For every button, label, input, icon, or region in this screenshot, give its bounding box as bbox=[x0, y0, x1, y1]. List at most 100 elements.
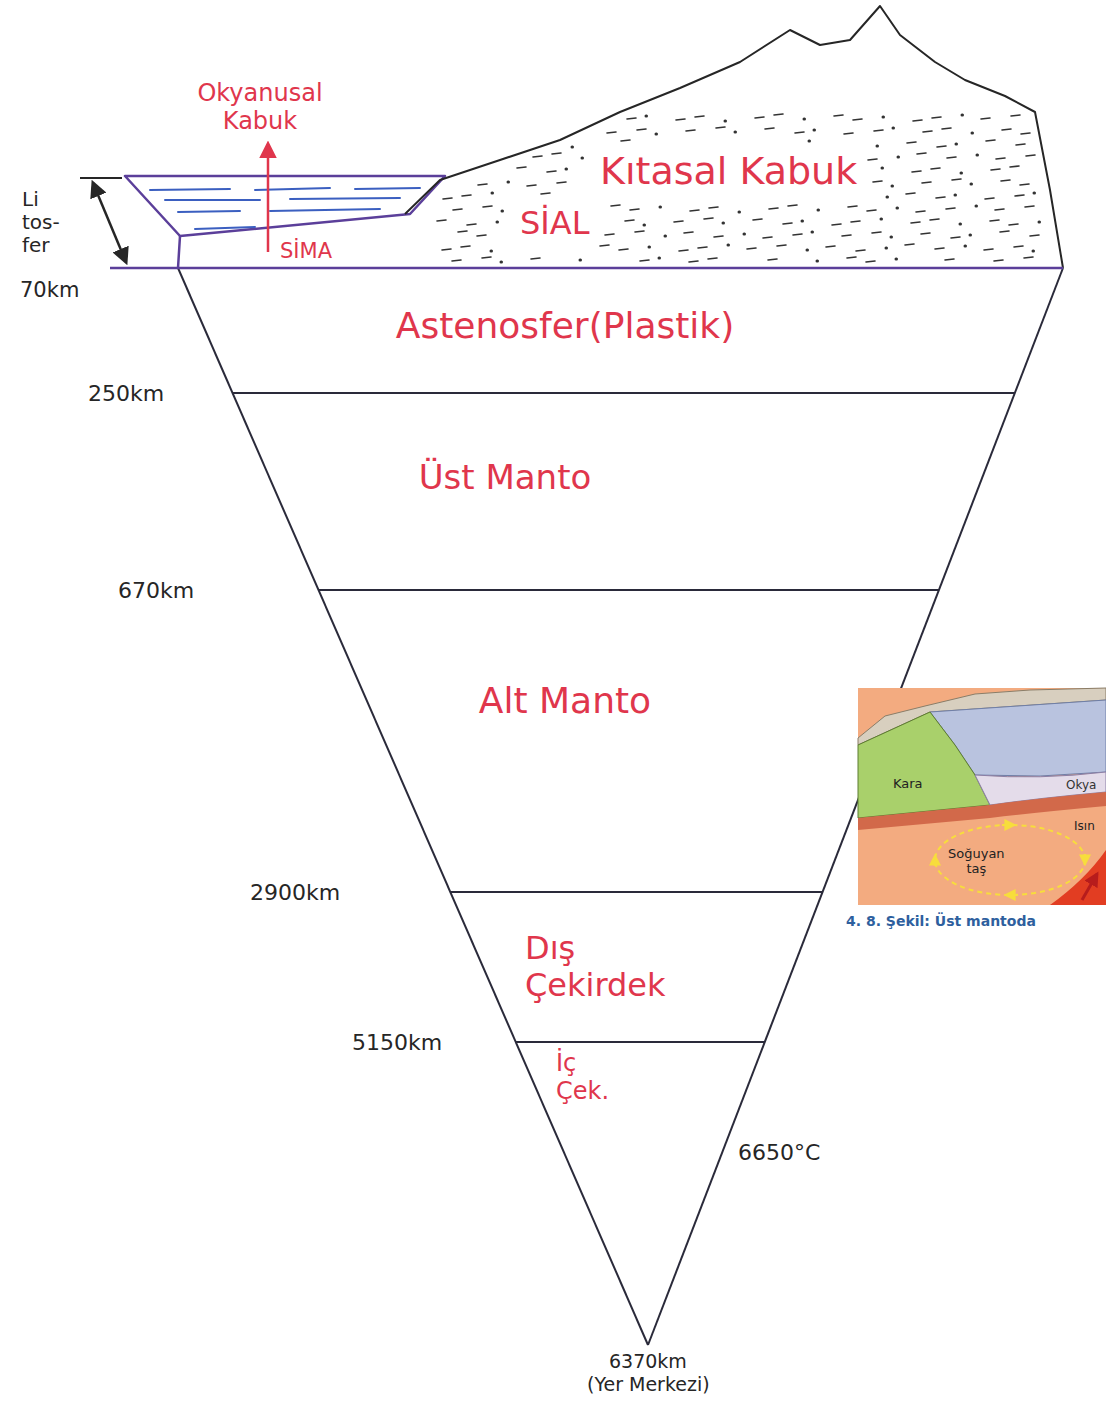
text-slot: Okyanusal Kabuk bbox=[185, 80, 335, 135]
texture-mark bbox=[945, 259, 954, 260]
texture-mark bbox=[491, 192, 495, 195]
boundary-line bbox=[450, 891, 822, 893]
layer-name: Li tos- fer bbox=[22, 188, 60, 257]
texture-mark bbox=[946, 208, 955, 209]
texture-mark bbox=[911, 222, 920, 223]
texture-mark bbox=[801, 220, 805, 223]
texture-mark bbox=[842, 235, 851, 236]
texture-mark bbox=[1009, 224, 1018, 225]
texture-mark bbox=[868, 159, 877, 160]
text-slot: İç Çek. bbox=[556, 1050, 609, 1105]
texture-mark bbox=[1021, 133, 1030, 134]
texture-mark bbox=[467, 224, 476, 225]
texture-mark bbox=[916, 211, 925, 212]
texture-mark bbox=[709, 207, 718, 208]
texture-mark bbox=[482, 257, 491, 258]
texture-mark bbox=[679, 250, 688, 251]
depth-label: 250km bbox=[88, 381, 164, 406]
depth-label: 5150km bbox=[352, 1030, 442, 1055]
texture-mark bbox=[437, 220, 446, 221]
label-slot: 4. 8. Şekil: Üst mantoda bbox=[846, 913, 1036, 929]
texture-mark bbox=[975, 205, 979, 208]
texture-mark bbox=[970, 183, 974, 186]
label-slot: Li tos- fer bbox=[22, 188, 60, 257]
texture-mark bbox=[777, 245, 786, 246]
label-slot: 70km bbox=[20, 278, 79, 302]
texture-mark bbox=[763, 237, 772, 238]
texture-mark bbox=[686, 130, 695, 131]
texture-mark bbox=[872, 232, 881, 233]
texture-mark bbox=[1038, 221, 1042, 224]
texture-mark bbox=[753, 219, 762, 220]
texture-mark bbox=[496, 221, 500, 224]
texture-mark bbox=[1000, 231, 1009, 232]
depth-label: 2900km bbox=[250, 880, 340, 905]
texture-mark bbox=[795, 132, 804, 133]
boundary-line bbox=[233, 392, 1015, 394]
label-slot: 2900km bbox=[250, 880, 340, 905]
label-slot: 670km bbox=[118, 578, 194, 603]
texture-mark bbox=[724, 120, 728, 123]
texture-mark bbox=[704, 218, 713, 219]
texture-mark bbox=[674, 221, 683, 222]
depth-label: 70km bbox=[20, 278, 79, 302]
texture-mark bbox=[453, 209, 462, 210]
texture-mark bbox=[844, 133, 853, 134]
texture-mark bbox=[876, 145, 880, 148]
label-slot: 6650°C bbox=[738, 1140, 820, 1165]
texture-mark bbox=[547, 171, 556, 172]
texture-mark bbox=[961, 114, 965, 117]
text-slot: Dış Çekirdek bbox=[525, 930, 666, 1004]
texture-mark bbox=[765, 128, 774, 129]
texture-mark bbox=[880, 218, 884, 221]
texture-mark bbox=[1016, 144, 1025, 145]
texture-mark bbox=[891, 185, 895, 188]
texture-mark bbox=[971, 132, 975, 135]
texture-mark bbox=[452, 260, 461, 261]
texture-mark bbox=[964, 245, 968, 248]
texture-mark bbox=[625, 220, 634, 221]
texture-mark bbox=[1033, 192, 1037, 195]
texture-mark bbox=[664, 235, 668, 238]
texture-mark bbox=[803, 118, 807, 121]
texture-mark bbox=[698, 247, 707, 248]
outer-core-band: Dış Çekirdek bbox=[525, 930, 670, 1008]
texture-mark bbox=[541, 193, 550, 194]
texture-mark bbox=[906, 193, 915, 194]
texture-mark bbox=[490, 250, 494, 253]
label-slot: Kara bbox=[893, 777, 923, 792]
lower-mantle-band: Alt Manto bbox=[400, 680, 734, 726]
convection-inset bbox=[858, 688, 1106, 905]
texture-mark bbox=[658, 257, 662, 260]
texture-mark bbox=[817, 209, 821, 212]
texture-mark bbox=[643, 224, 647, 227]
texture-mark bbox=[959, 223, 963, 226]
texture-mark bbox=[552, 153, 561, 154]
texture-mark bbox=[619, 249, 628, 250]
texture-mark bbox=[783, 223, 792, 224]
texture-mark bbox=[806, 249, 810, 252]
texture-mark bbox=[659, 206, 663, 209]
label-slot: Isın bbox=[1074, 820, 1095, 834]
texture-mark bbox=[557, 182, 566, 183]
texture-mark bbox=[527, 185, 536, 186]
texture-mark bbox=[816, 260, 820, 263]
text-slot: Astenosfer(Plastik) bbox=[300, 305, 830, 346]
texture-mark bbox=[684, 232, 693, 233]
texture-mark bbox=[443, 198, 452, 199]
label-slot: 6370km bbox=[609, 1351, 687, 1373]
texture-mark bbox=[689, 261, 698, 262]
text-slot: Kıtasal Kabuk bbox=[600, 150, 857, 194]
texture-mark bbox=[912, 171, 921, 172]
texture-mark bbox=[533, 156, 542, 157]
continental-crust-outline bbox=[405, 6, 1063, 268]
water-lines bbox=[150, 188, 420, 229]
text-slot: Üst Manto bbox=[330, 458, 680, 497]
texture-mark bbox=[922, 182, 931, 183]
texture-mark bbox=[984, 249, 993, 250]
texture-mark bbox=[981, 118, 990, 119]
bracket-tick bbox=[80, 177, 122, 179]
texture-mark bbox=[635, 231, 644, 232]
texture-mark bbox=[851, 221, 860, 222]
label-slot: Okya bbox=[1066, 779, 1096, 793]
